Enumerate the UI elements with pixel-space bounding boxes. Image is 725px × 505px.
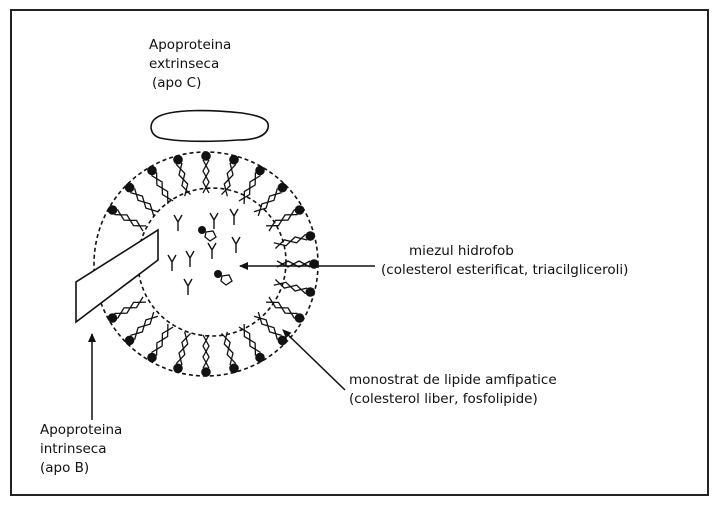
cholesterol-ester-head (214, 270, 222, 278)
monolayer-label-line1: monostrat de lipide amfipatice (349, 371, 557, 390)
phospholipid-molecule (125, 183, 158, 216)
triacylglycerol-molecule (230, 209, 238, 225)
phospholipid-molecule (125, 312, 158, 345)
lipid-head (255, 166, 265, 176)
phospholipid-molecule (173, 332, 190, 373)
lipid-head (108, 313, 118, 323)
lipid-head (173, 155, 183, 165)
lipid-head (108, 205, 118, 215)
lipid-head (147, 353, 157, 363)
phospholipid-molecule (254, 183, 287, 216)
phospholipid-molecule (108, 297, 146, 323)
phospholipid-molecule (108, 205, 146, 231)
lipid-head (309, 259, 319, 269)
apo-c-protein (151, 111, 268, 142)
phospholipid-molecule (201, 151, 211, 193)
phospholipid-molecule (266, 297, 304, 323)
core-label: miezul hidrofob (colesterol esterificat,… (381, 242, 628, 280)
monolayer-label-line2: (colesterol liber, fosfolipide) (349, 390, 557, 409)
lipid-head (295, 205, 305, 215)
phospholipid-molecule (266, 205, 304, 231)
lipid-head (173, 364, 183, 374)
apo-c-label: Apoproteina extrinseca (apo C) (149, 36, 231, 93)
apo-b-label: Apoproteina intrinseca (apo B) (40, 421, 122, 478)
apo-b-label-line3: (apo B) (40, 459, 122, 478)
core-label-line2: (colesterol esterificat, triacilglicerol… (381, 261, 628, 280)
apo-c-label-line1: Apoproteina (149, 36, 231, 55)
lipid-head (147, 166, 157, 176)
lipid-head (295, 313, 305, 323)
triacylglycerol-molecule (184, 279, 192, 295)
core-lipids (168, 209, 240, 295)
lipid-head (306, 231, 316, 241)
lipid-tail (203, 335, 206, 368)
cholesterol-ester-ring (205, 231, 216, 241)
lipid-head (278, 183, 288, 193)
cholesterol-ester-ring (221, 275, 232, 285)
apo-b-label-line2: intrinseca (40, 440, 122, 459)
phospholipid-molecule (147, 324, 173, 362)
monolayer-label: monostrat de lipide amfipatice (colester… (349, 371, 557, 409)
triacylglycerol-molecule (174, 215, 182, 231)
core-boundary (138, 188, 286, 336)
phospholipid-molecule (239, 166, 265, 204)
phospholipid-molecule (222, 332, 239, 373)
triacylglycerol-molecule (168, 255, 176, 271)
apo-c-label-line3: (apo C) (149, 74, 231, 93)
phospholipid-molecule (173, 155, 190, 196)
lipid-head (125, 336, 135, 346)
lipid-head (229, 364, 239, 374)
lipid-head (125, 183, 135, 193)
apo-c-label-line2: extrinseca (149, 55, 231, 74)
lipid-head (255, 353, 265, 363)
phospholipid-molecule (239, 324, 265, 362)
lipid-head (229, 155, 239, 165)
core-label-line1: miezul hidrofob (381, 242, 628, 261)
triacylglycerol-molecule (210, 213, 218, 229)
lipid-head (306, 287, 316, 297)
phospholipid-molecule (254, 312, 287, 345)
cholesterol-ester-head (198, 226, 206, 234)
phospholipid-molecule (277, 259, 319, 269)
phospholipid-molecule (147, 166, 173, 204)
phospholipid-molecule (274, 280, 315, 297)
apo-b-protein (76, 230, 158, 322)
monolayer-arrow (283, 330, 345, 390)
triacylglycerol-molecule (186, 251, 194, 267)
triacylglycerol-molecule (232, 237, 240, 253)
apo-b-label-line1: Apoproteina (40, 421, 122, 440)
lipid-head (278, 336, 288, 346)
lipid-head (201, 367, 211, 377)
phospholipid-molecule (201, 335, 211, 377)
lipid-head (201, 151, 211, 161)
triacylglycerol-molecule (208, 243, 216, 259)
